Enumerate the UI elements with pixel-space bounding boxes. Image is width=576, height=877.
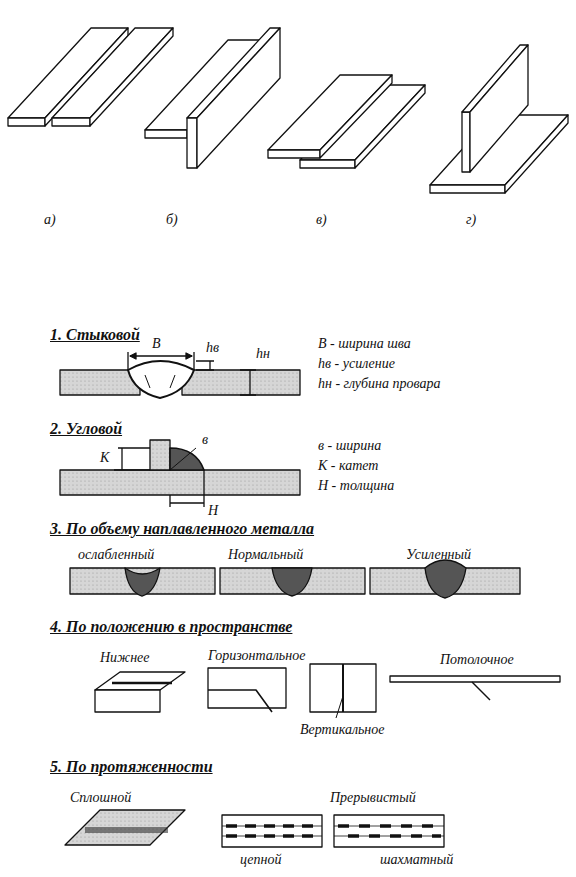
weld-dash [422, 824, 433, 828]
diagram-label: в) [316, 212, 327, 228]
diagram-label: К [100, 450, 109, 466]
diagram-label: шахматный [380, 852, 453, 868]
section-heading: 1. Стыковой [50, 326, 140, 344]
weld-dash [302, 824, 313, 828]
weld-dash [338, 824, 349, 828]
diagram-label: ослабленный [78, 547, 154, 563]
weld-dash [226, 824, 237, 828]
weld-length-sketches [65, 810, 444, 847]
diagram-label: Горизонтальное [208, 648, 305, 664]
diagram-label: б) [166, 212, 178, 228]
weld-dash [283, 824, 294, 828]
weld-volume-sections [70, 560, 520, 598]
weld-dash [245, 824, 256, 828]
section-heading: 4. По положению в пространстве [50, 618, 292, 636]
diagram-label: Сплошной [70, 790, 131, 806]
diagram-label: К - катет [318, 458, 378, 474]
diagram-label: hн [256, 346, 270, 362]
weld-dash [401, 824, 412, 828]
diagram-label: hв [206, 340, 219, 356]
weld-dash [432, 834, 441, 838]
weld-position-sketches [95, 664, 560, 718]
diagram-label: г) [466, 212, 476, 228]
diagram-label: Нормальный [228, 547, 303, 563]
diagram-label: Н [208, 503, 218, 519]
diagram-label: hв - усиление [318, 356, 395, 372]
diagram-label: в [202, 432, 208, 448]
diagram-label: а) [44, 212, 56, 228]
diagram-label: Потолочное [440, 652, 514, 668]
weld-dash [302, 834, 313, 838]
corner-joint-plates [145, 28, 280, 168]
t-joint-plates [430, 45, 568, 193]
lap-joint-plates [268, 75, 425, 168]
section-heading: 3. По объему наплавленного металла [50, 520, 314, 538]
weld-dash [359, 824, 370, 828]
diagram-label: в - ширина [318, 438, 381, 454]
butt-joint-plates [8, 28, 173, 126]
diagram-label: Усиленный [406, 547, 471, 563]
fillet-weld-section [60, 440, 300, 507]
diagram-label: Прерывистый [330, 790, 416, 806]
weld-dash [369, 834, 380, 838]
diagram-label: Н - толщина [318, 478, 394, 494]
weld-dash [283, 834, 294, 838]
weld-dash [411, 834, 422, 838]
diagram-label: В [152, 336, 161, 352]
section-heading: 5. По протяженности [50, 758, 213, 776]
diagram-label: Вертикальное [300, 722, 385, 738]
diagram-label: hн - глубина провара [318, 376, 468, 392]
weld-dash [245, 834, 256, 838]
diagram-label: Нижнее [100, 650, 150, 666]
weld-dash [264, 834, 275, 838]
weld-dash [264, 824, 275, 828]
weld-dash [390, 834, 401, 838]
weld-dash [380, 824, 391, 828]
weld-dash [226, 834, 237, 838]
weld-dash [348, 834, 359, 838]
diagram-label: В - ширина шва [318, 336, 411, 352]
section-heading: 2. Угловой [50, 420, 122, 438]
diagram-label: цепной [240, 852, 282, 868]
